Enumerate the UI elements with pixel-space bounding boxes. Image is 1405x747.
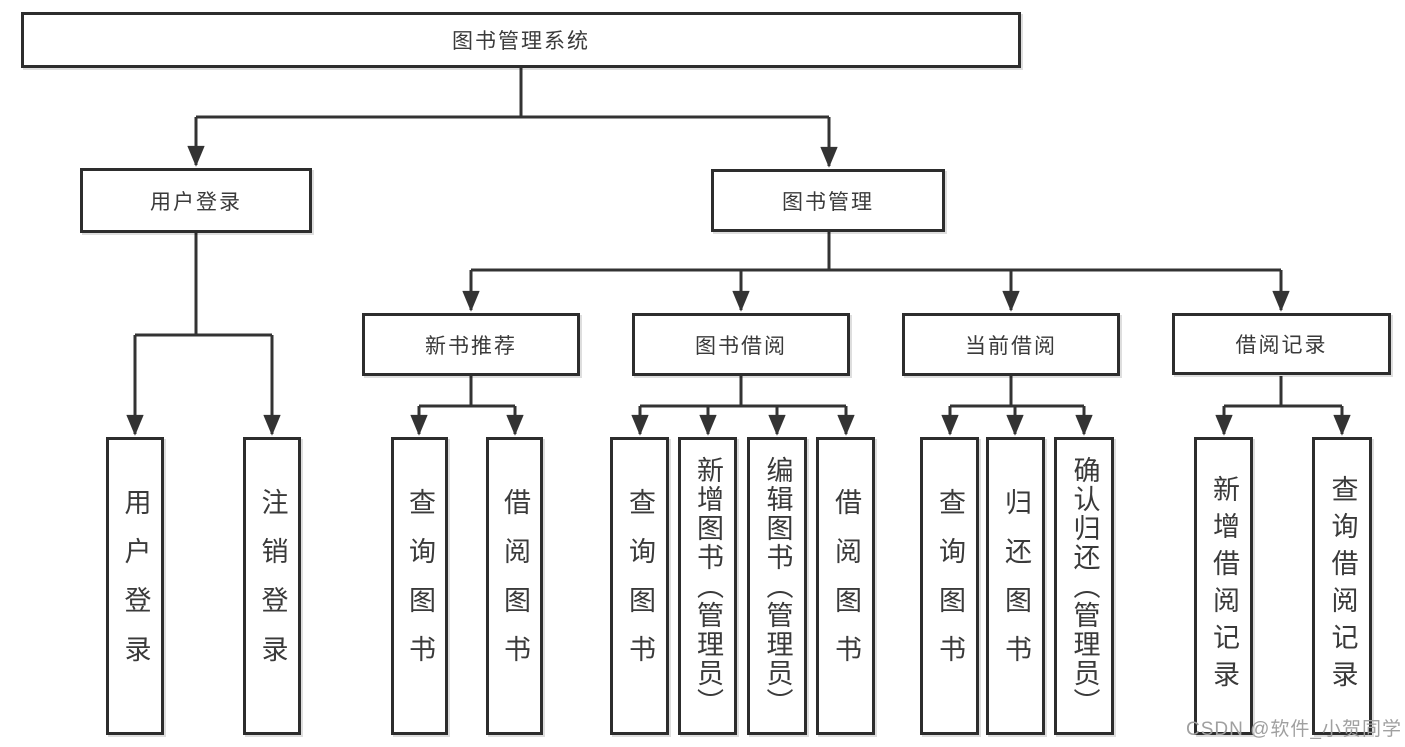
leaf-label: 注销登录 [257, 488, 288, 684]
connector-current-borrowing-children [941, 376, 1093, 436]
leaf-label: 查询借阅记录 [1327, 475, 1358, 697]
leaf-label: 查询图书 [625, 488, 655, 684]
leaf-user-login: 用户登录 [106, 437, 164, 735]
leaf-label: 新增图书（管理员） [693, 455, 723, 717]
leaf-label: 查询图书 [405, 488, 435, 684]
csdn-watermark: CSDN @软件_小贺同学 [1186, 719, 1402, 740]
connector-root-to-level2 [187, 68, 838, 168]
leaf-add-borrow-record: 新增借阅记录 [1194, 437, 1253, 735]
node-book-borrowing: 图书借阅 [632, 313, 850, 376]
connector-user-login-children [126, 233, 281, 436]
leaf-return-books: 归还图书 [986, 437, 1045, 735]
leaf-logout-login: 注销登录 [243, 437, 301, 735]
leaf-add-books-admin: 新增图书（管理员） [678, 437, 737, 735]
leaf-query-books-borrowing: 查询图书 [610, 437, 669, 735]
node-current-borrowing: 当前借阅 [902, 313, 1120, 376]
connector-borrow-records-children [1215, 376, 1351, 436]
connector-new-book-recommend-children [410, 376, 524, 436]
leaf-confirm-return-admin: 确认归还（管理员） [1054, 437, 1114, 735]
leaf-label: 编辑图书（管理员） [762, 455, 793, 717]
root-node: 图书管理系统 [21, 12, 1021, 68]
connector-book-management-children [462, 232, 1290, 312]
leaf-label: 新增借阅记录 [1209, 475, 1239, 697]
leaf-query-books-recommend: 查询图书 [391, 437, 448, 735]
leaf-label: 用户登录 [120, 488, 151, 684]
node-borrow-records: 借阅记录 [1172, 313, 1391, 375]
node-new-book-recommend: 新书推荐 [362, 313, 580, 376]
leaf-label: 查询图书 [935, 488, 965, 684]
node-user-login: 用户登录 [80, 168, 312, 233]
connector-book-borrowing-children [631, 376, 855, 436]
leaf-query-books-current: 查询图书 [920, 437, 979, 735]
leaf-query-borrow-record: 查询借阅记录 [1312, 437, 1372, 735]
leaf-edit-books-admin: 编辑图书（管理员） [747, 437, 807, 735]
node-book-management: 图书管理 [711, 169, 945, 232]
leaf-label: 借阅图书 [500, 488, 530, 684]
leaf-label: 借阅图书 [831, 488, 861, 684]
leaf-borrow-books-borrowing: 借阅图书 [816, 437, 875, 735]
leaf-borrow-books-recommend: 借阅图书 [486, 437, 543, 735]
leaf-label: 归还图书 [1001, 488, 1031, 684]
leaf-label: 确认归还（管理员） [1069, 455, 1100, 717]
